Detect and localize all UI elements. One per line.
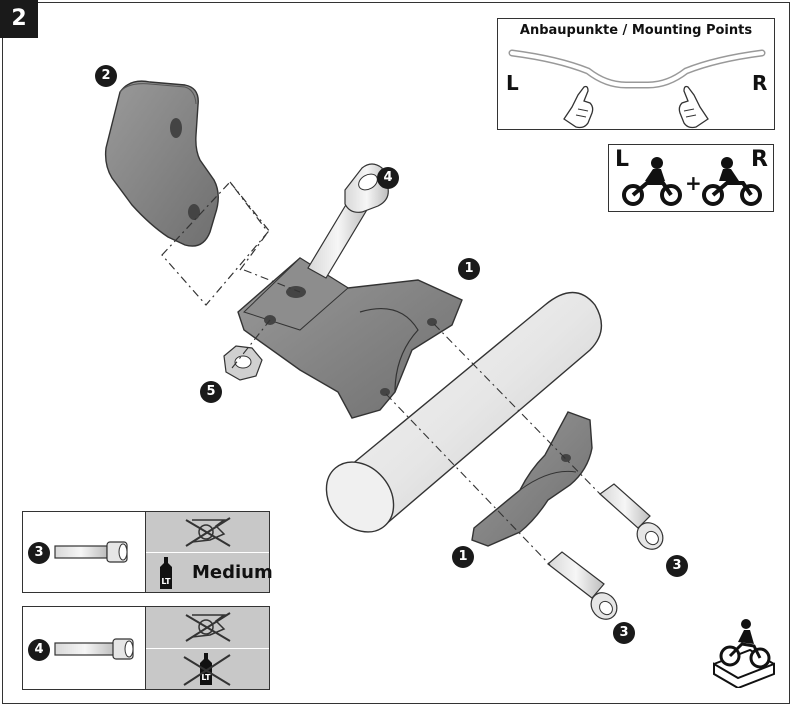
callout-long-bolt: 4 [377,167,399,189]
short-bolt-icon [54,541,128,563]
assembly-lines [231,269,601,566]
handlebar-tube [325,291,603,533]
lower-clamp-part-1 [471,411,593,547]
left-side-letter: L [615,147,630,172]
callout-upper-clamp: 1 [458,258,480,280]
svg-text:LT: LT [161,577,171,586]
callout-lower-clamp: 1 [452,546,474,568]
no-torque-wrench-icon [185,517,231,547]
long-bolt-icon [54,638,134,660]
nut-part-5 [223,345,263,381]
handlebar-outline [508,49,766,129]
mounting-points-box: Anbaupunkte / Mounting Points L R [497,18,775,130]
spec-row-part-4: 4 LT [22,606,270,690]
no-torque-wrench-icon [185,612,231,642]
mounting-points-title: Anbaupunkte / Mounting Points [519,23,753,38]
right-side-letter: R [751,147,768,172]
upper-clamp-part-1 [237,257,463,419]
mounting-left-label: L [506,71,519,95]
short-bolt-part-3b [547,551,618,620]
bracket-part-2 [104,80,219,247]
mounting-right-label: R [752,71,768,95]
no-threadlocker-icon: LT [183,653,231,686]
long-bolt-part-4 [307,163,389,279]
callout-short-bolt-a: 3 [666,555,688,577]
threadlocker-bottle-icon: LT [160,557,172,589]
plus-sign: + [685,171,702,195]
spec-row-3-number: 3 [28,542,50,564]
right-hand-pointer-icon [678,85,709,129]
step-number: 2 [0,0,38,38]
left-hand-pointer-icon [563,85,594,129]
short-bolt-part-3a [599,483,664,550]
threadlocker-strength: Medium [192,562,273,583]
left-right-side-box: L R + [608,144,774,212]
callout-nut: 5 [200,381,222,403]
callout-bracket: 2 [95,65,117,87]
dashdot-outline [161,181,269,306]
spec-row-4-conditions: LT [145,607,269,689]
motorcycle-rider-icon [622,157,762,206]
motorcycle-on-stand-icon [713,619,775,688]
callout-short-bolt-b: 3 [613,622,635,644]
svg-text:LT: LT [201,673,211,682]
spec-row-part-3: 3 LT Medium [22,511,273,593]
spec-row-4-number: 4 [28,639,50,661]
spec-row-3-conditions: LT Medium [145,512,273,592]
